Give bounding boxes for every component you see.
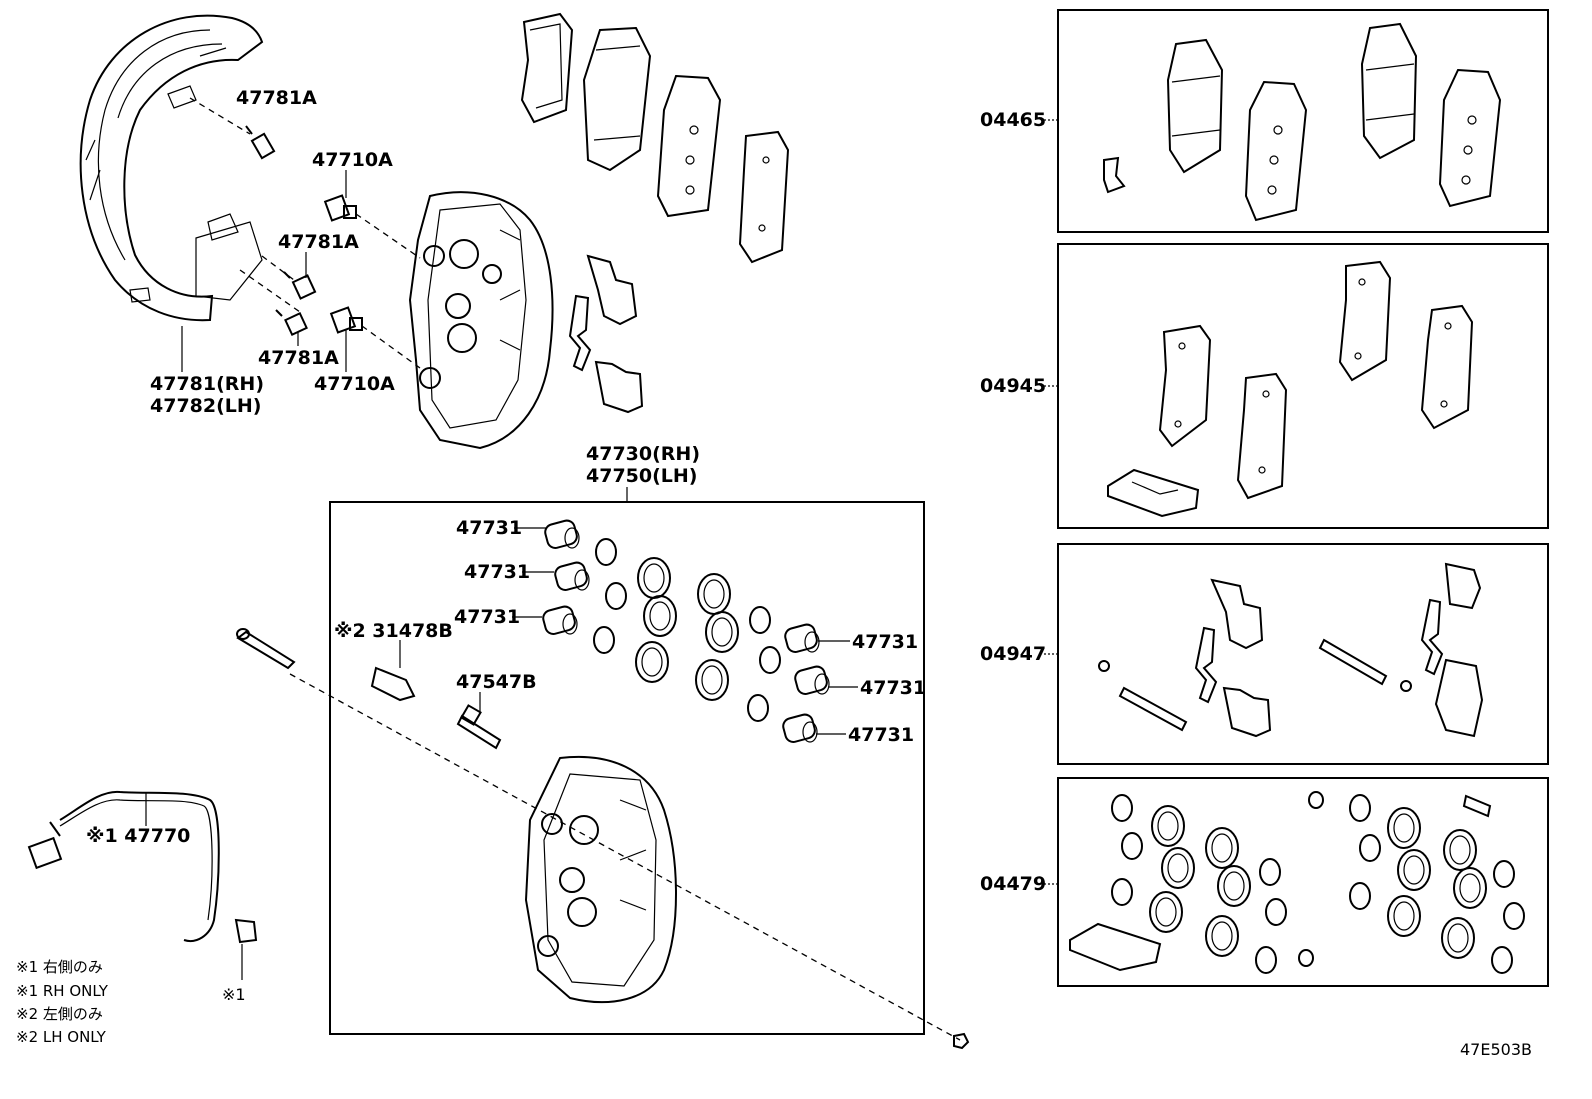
label-31478B: ※2 31478B (334, 620, 453, 642)
footnote-1-en: ※1 RH ONLY (16, 982, 108, 1000)
bolt-47710A-top-drawing (325, 196, 356, 221)
kit-04947-hardware-drawing (1099, 564, 1482, 736)
footnote-2-jp: ※2 左側のみ (16, 1005, 103, 1023)
label-47730-rh: 47730(RH) (586, 443, 700, 465)
pistons-right-drawing (781, 623, 829, 744)
label-47781A-mid: 47781A (278, 231, 359, 253)
label-47750-lh: 47750(LH) (586, 465, 698, 487)
seal-rings-drawing (594, 539, 780, 721)
kit-04945-shims-drawing (1108, 262, 1472, 516)
pad-set-upper-drawing (522, 14, 788, 262)
label-mark1: ※1 (222, 985, 246, 1004)
label-47731-f: 47731 (848, 724, 915, 746)
bolt-47710A-low-drawing (331, 308, 362, 333)
kit-box-04465 (1058, 10, 1548, 232)
bolt-47781A-low-drawing (276, 310, 307, 335)
kit-box-04945 (1058, 244, 1548, 528)
label-47731-a: 47731 (456, 517, 523, 539)
label-47547B: 47547B (456, 671, 537, 693)
diagram-reference-code: 47E503B (1460, 1040, 1532, 1059)
label-47781-rh: 47781(RH) (150, 373, 264, 395)
label-47781A-top: 47781A (236, 87, 317, 109)
caliper-lower-drawing (526, 757, 676, 1002)
label-47731-d: 47731 (852, 631, 919, 653)
label-47782-lh: 47782(LH) (150, 395, 262, 417)
label-47731-c: 47731 (454, 606, 521, 628)
kit-box-04479 (1058, 778, 1548, 986)
kit-04465-pads-drawing (1104, 24, 1500, 220)
footnote-2-en: ※2 LH ONLY (16, 1028, 106, 1046)
label-kit-04465: 04465 (980, 109, 1047, 131)
bolt-47781A-top-drawing (246, 126, 274, 158)
label-kit-04947: 04947 (980, 643, 1047, 665)
label-47710A-low: 47710A (314, 373, 395, 395)
bleeder-47547B-drawing (458, 705, 500, 748)
caliper-upper-drawing (410, 192, 553, 448)
label-kit-04945: 04945 (980, 375, 1047, 397)
label-47710A-top: 47710A (312, 149, 393, 171)
plug-31478B-drawing (372, 668, 414, 700)
label-47770: ※1 47770 (86, 825, 191, 847)
label-47731-b: 47731 (464, 561, 531, 583)
label-47731-e: 47731 (860, 677, 927, 699)
kit-04479-seals-drawing (1070, 792, 1524, 973)
footnote-1-jp: ※1 右側のみ (16, 958, 103, 976)
small-nut-drawing (954, 1034, 968, 1048)
label-47781A-low: 47781A (258, 347, 339, 369)
pin-drawing (237, 629, 294, 668)
dust-shield-drawing (81, 16, 262, 321)
wear-sensor-47770-drawing (29, 792, 256, 980)
label-kit-04479: 04479 (980, 873, 1047, 895)
pistons-left-drawing (541, 519, 589, 636)
clip-upper-drawing (570, 256, 642, 412)
